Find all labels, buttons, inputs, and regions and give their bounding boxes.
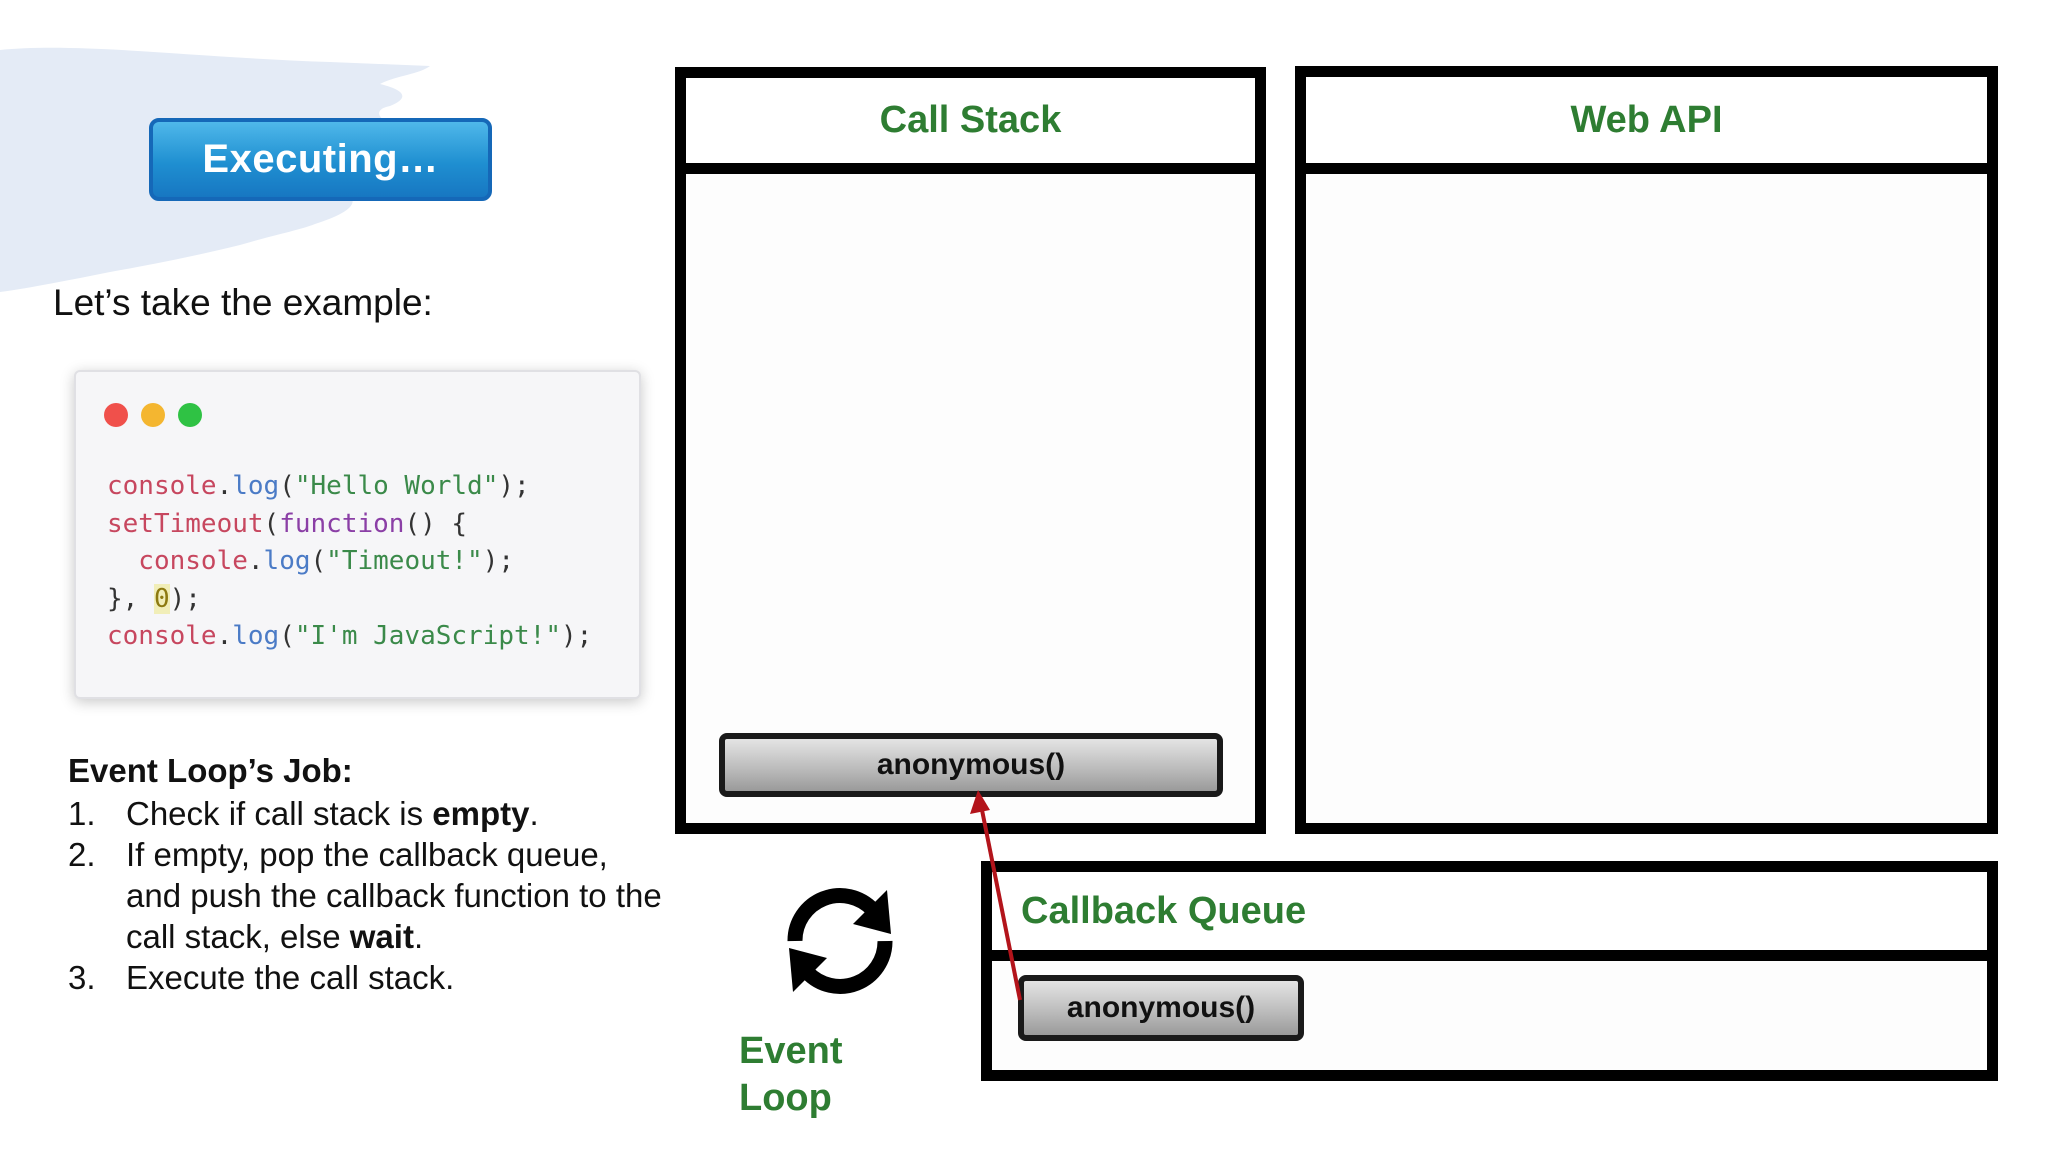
code-token: ( [279, 471, 295, 501]
code-line: console.log("Timeout!"); [107, 546, 514, 576]
code-token: setTimeout [107, 508, 264, 539]
window-close-dot-icon [104, 403, 128, 427]
code-token: ); [482, 546, 515, 576]
code-line: console.log("I'm JavaScript!"); [107, 621, 592, 651]
callback-queue-item[interactable]: anonymous() [1018, 975, 1304, 1041]
code-token: ); [169, 583, 201, 614]
code-token: log [263, 546, 311, 576]
callback-queue-header: Callback Queue [992, 872, 1987, 961]
code-token: "Timeout!" [326, 546, 483, 576]
job-step-text: . [529, 795, 539, 832]
event-loop-refresh-icon [787, 888, 893, 994]
code-token: 0 [153, 583, 170, 614]
window-maximize-dot-icon [178, 403, 202, 427]
code-line: console.log("Hello World"); [107, 471, 530, 501]
code-token: . [247, 546, 264, 576]
example-intro-text: Let’s take the example: [53, 282, 433, 323]
code-token: () { [404, 508, 468, 539]
job-step-number: 3. [68, 959, 96, 996]
code-token: ); [498, 471, 530, 501]
code-token: . [216, 471, 233, 501]
code-line: }, 0); [107, 583, 201, 614]
code-token: ( [263, 508, 280, 539]
callback-queue-panel: Callback Queue [981, 861, 1998, 1081]
code-token: console [107, 546, 248, 576]
job-step-number: 2. [68, 836, 96, 873]
job-step: 2. If empty, pop the callback queue, and … [68, 834, 668, 957]
web-api-title: Web API [1570, 98, 1723, 141]
call-stack-header: Call Stack [686, 78, 1255, 174]
code-token: ( [310, 546, 327, 576]
web-api-header: Web API [1306, 77, 1987, 174]
event-loop-label-line2: Loop [739, 1077, 832, 1119]
job-step-text: . [413, 918, 424, 955]
event-loop-label-line1: Event [739, 1030, 843, 1072]
code-token: log [232, 621, 280, 651]
code-line: setTimeout(function() { [107, 509, 467, 539]
code-token: function [279, 508, 405, 539]
push-to-stack-arrow [970, 790, 1022, 1001]
job-step-text: Check if call stack is [126, 795, 433, 832]
code-token: console [107, 621, 217, 651]
code-token: ( [279, 621, 295, 651]
job-step-emphasis: wait [349, 918, 414, 955]
executing-status-button[interactable]: Executing… [149, 118, 492, 201]
code-token: }, [107, 583, 154, 614]
call-stack-frame[interactable]: anonymous() [719, 733, 1223, 797]
call-stack-title: Call Stack [879, 99, 1062, 141]
code-token: ); [560, 621, 593, 651]
job-step-text: If empty, pop the callback queue, and pu… [126, 836, 662, 955]
code-token: console [107, 471, 217, 501]
call-stack-panel: Call Stack [675, 67, 1266, 834]
code-window: console.log("Hello World"); setTimeout(f… [74, 370, 641, 699]
code-snippet: console.log("Hello World"); setTimeout(f… [107, 468, 592, 656]
event-loop-label: Event Loop [739, 1028, 842, 1122]
code-token: "I'm JavaScript!" [294, 621, 561, 651]
window-minimize-dot-icon [141, 403, 165, 427]
code-token: . [216, 621, 233, 651]
event-loop-job-title: Event Loop’s Job: [68, 752, 353, 789]
job-step: 3. Execute the call stack. [68, 957, 668, 998]
event-loop-job-list: 1. Check if call stack is empty. 2. If empt… [68, 793, 668, 998]
job-step-emphasis: empty [432, 795, 530, 832]
job-step: 1. Check if call stack is empty. [68, 793, 668, 834]
callback-queue-title: Callback Queue [1021, 889, 1307, 932]
job-step-number: 1. [68, 795, 96, 832]
job-step-text: Execute the call stack. [126, 959, 455, 996]
code-token: log [232, 471, 280, 501]
code-token: "Hello World" [294, 471, 499, 501]
web-api-panel: Web API [1295, 66, 1998, 834]
